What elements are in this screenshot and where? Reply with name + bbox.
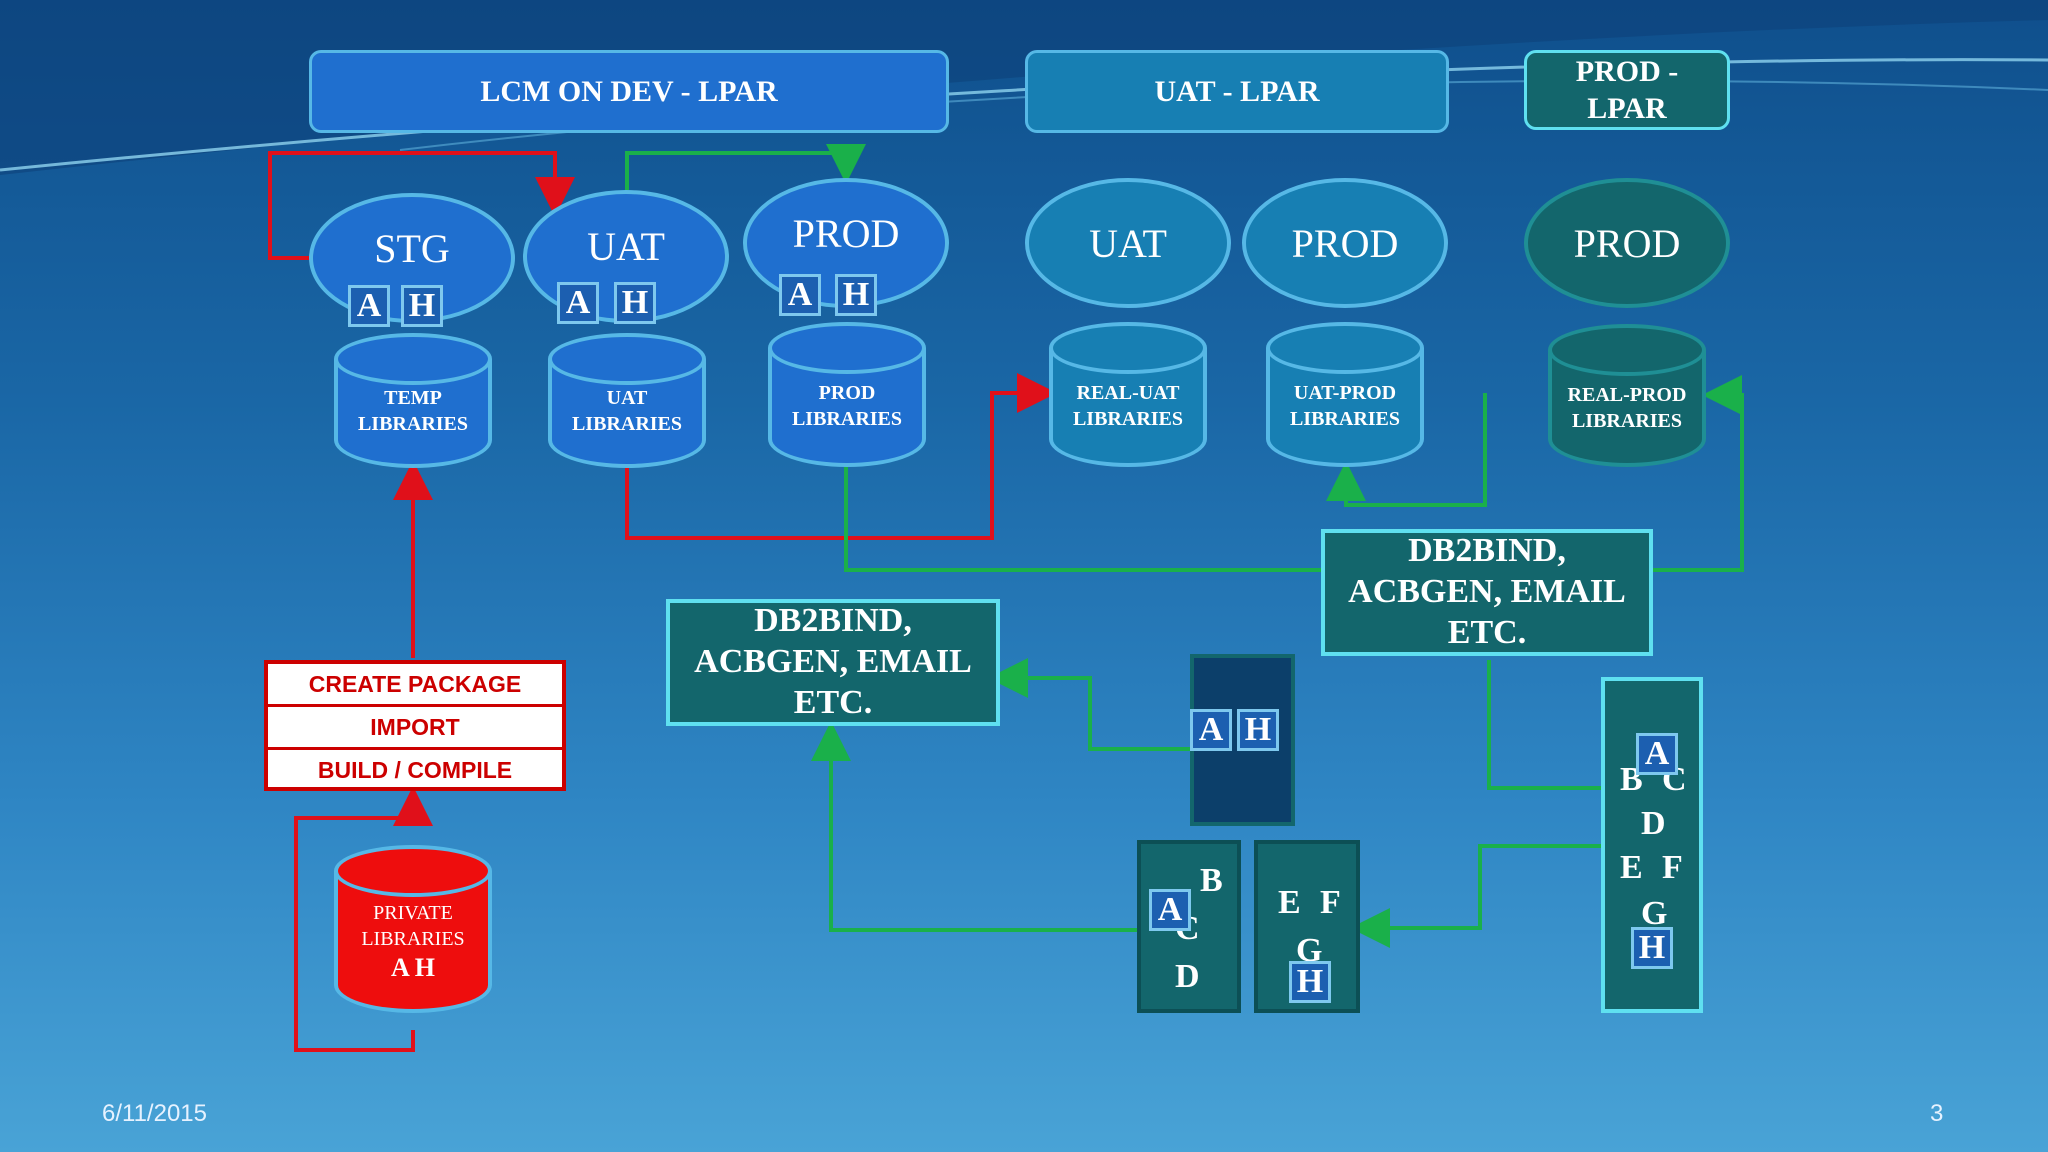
connector-bind-to-realprod <box>1652 375 1744 572</box>
private-libraries-sub: A H <box>390 953 436 982</box>
connector-uat-to-prod <box>625 144 866 190</box>
header-prod-lpar: PROD - LPAR <box>1524 50 1730 130</box>
region-prod-uat-lpar-label: PROD <box>1291 220 1399 266</box>
chip-uat-a: A <box>557 282 599 324</box>
private-libraries: PRIVATE LIBRARIES A H <box>334 845 492 1013</box>
stack-tall-a: A <box>1636 733 1678 775</box>
bind-box-prod: DB2BIND, ACBGEN, EMAIL ETC. <box>1321 529 1653 656</box>
chip-prod-h: H <box>835 274 877 316</box>
stack-tall-d: D <box>1641 805 1666 842</box>
stack-a-to-h: B C D E F G A H <box>1601 677 1703 1013</box>
connector-private-to-package <box>294 786 433 1052</box>
stack-efgh-f: F <box>1320 884 1341 921</box>
connector-ah-to-bind <box>988 658 1190 751</box>
region-prod-uat-lpar: PROD <box>1242 178 1448 308</box>
chip-stg-h: H <box>401 285 443 327</box>
real-prod-libraries-label: REAL-PROD LIBRARIES <box>1567 384 1687 432</box>
chip-box-a: A <box>1190 709 1232 751</box>
uat-prod-libraries: UAT-PROD LIBRARIES <box>1266 322 1424 467</box>
ah-component-box: A H <box>1190 654 1295 826</box>
package-steps: CREATE PACKAGE IMPORT BUILD / COMPILE <box>264 660 566 791</box>
stack-abcd-d: D <box>1175 958 1200 995</box>
bind-box-dev: DB2BIND, ACBGEN, EMAIL ETC. <box>666 599 1000 726</box>
stack-abcd-a: A <box>1149 889 1191 931</box>
real-uat-libraries: REAL-UAT LIBRARIES <box>1049 322 1207 467</box>
stack-tall-h: H <box>1631 927 1673 969</box>
footer-date: 6/11/2015 <box>102 1100 207 1127</box>
real-prod-libraries: REAL-PROD LIBRARIES <box>1548 324 1706 467</box>
region-stg-label: STG <box>374 225 450 271</box>
stack-efgh-h: H <box>1289 961 1331 1003</box>
stack-abcd-b: B <box>1200 862 1223 899</box>
uat-libraries: UAT LIBRARIES <box>548 333 706 468</box>
real-uat-libraries-label: REAL-UAT LIBRARIES <box>1072 382 1184 430</box>
connector-abcd-to-bind <box>811 721 1138 932</box>
connector-tall-to-efgh <box>1350 844 1602 948</box>
connector-bind-to-uatprod <box>1326 393 1487 507</box>
region-uat-dev-label: UAT <box>587 224 665 269</box>
region-prod-lpar: PROD <box>1524 178 1730 308</box>
chip-stg-a: A <box>348 285 390 327</box>
private-libraries-label: PRIVATE LIBRARIES <box>361 902 465 950</box>
region-prod-lpar-label: PROD <box>1573 220 1681 266</box>
temp-libraries: TEMP LIBRARIES <box>334 333 492 468</box>
footer-page-number: 3 <box>1930 1100 1944 1127</box>
chip-uat-h: H <box>614 282 656 324</box>
connector-uatlib-to-realuat <box>625 373 1057 540</box>
uat-libraries-label: UAT LIBRARIES <box>571 387 683 435</box>
temp-libraries-label: TEMP LIBRARIES <box>357 387 469 435</box>
connector-prodlib-to-bind <box>844 466 1323 572</box>
header-lcm-dev: LCM ON DEV - LPAR <box>309 50 949 133</box>
header-uat-lpar: UAT - LPAR <box>1025 50 1449 133</box>
connector-stg-to-uat <box>268 151 575 260</box>
region-prod-dev: PROD <box>743 178 949 308</box>
stack-tall-f: F <box>1662 849 1683 886</box>
stack-efgh-e: E <box>1278 884 1301 921</box>
connector-bind-to-tall <box>1487 660 1602 790</box>
prod-libraries: PROD LIBRARIES <box>768 322 926 467</box>
stack-abcd: B C D A <box>1137 840 1241 1013</box>
stack-tall-g: G <box>1641 895 1668 932</box>
chip-box-h: H <box>1237 709 1279 751</box>
step-build-compile: BUILD / COMPILE <box>268 747 562 790</box>
prod-libraries-label: PROD LIBRARIES <box>791 382 903 430</box>
region-uat-lpar-label: UAT <box>1089 220 1167 266</box>
step-create-package: CREATE PACKAGE <box>308 670 522 697</box>
step-import: IMPORT <box>268 704 562 747</box>
uat-prod-libraries-label: UAT-PROD LIBRARIES <box>1289 382 1401 430</box>
stack-efgh: E F G H <box>1254 840 1360 1013</box>
stack-tall-e: E <box>1620 849 1643 886</box>
chip-prod-a: A <box>779 274 821 316</box>
region-prod-dev-label: PROD <box>792 210 900 256</box>
region-uat-lpar: UAT <box>1025 178 1231 308</box>
